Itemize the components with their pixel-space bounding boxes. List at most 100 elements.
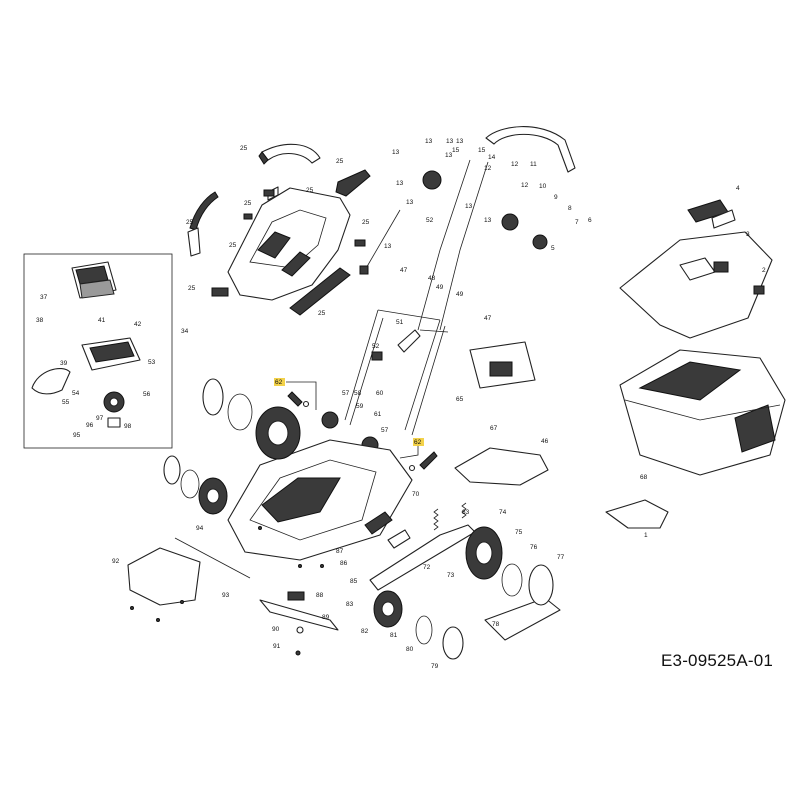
callout-52-2: 52	[372, 343, 380, 350]
callout-85: 85	[350, 578, 358, 585]
mulch-plug	[605, 499, 669, 529]
callout-13: 13	[392, 149, 400, 156]
callout-5: 5	[551, 245, 555, 252]
front-wheel-right	[373, 590, 464, 660]
callout-15-2: 15	[478, 147, 486, 154]
rear-flap	[454, 447, 549, 486]
callout-88: 88	[316, 592, 324, 599]
callout-86: 86	[340, 560, 348, 567]
front-grip	[289, 267, 351, 316]
callout-55: 55	[62, 399, 70, 406]
callout-72: 72	[423, 564, 431, 571]
callout-65: 65	[456, 396, 464, 403]
callout-2: 2	[762, 267, 766, 274]
callout-89: 89	[322, 614, 330, 621]
callout-4: 4	[736, 185, 740, 192]
hood-cover	[227, 186, 351, 301]
cable-tie	[359, 209, 401, 275]
callout-13-9: 13	[384, 243, 392, 250]
callout-13-2: 13	[425, 138, 433, 145]
callout-56: 56	[143, 391, 151, 398]
callout-78: 78	[492, 621, 500, 628]
callout-25-5: 25	[186, 219, 194, 226]
callout-25-3: 25	[306, 187, 314, 194]
callout-41: 41	[98, 317, 106, 324]
callout-39: 39	[60, 360, 68, 367]
callout-12-3: 12	[521, 182, 529, 189]
callout-14: 14	[488, 154, 496, 161]
callout-10: 10	[539, 183, 547, 190]
motor-unit	[71, 261, 117, 299]
callout-52: 52	[426, 217, 434, 224]
callout-51: 51	[396, 319, 404, 326]
callout-25-8: 25	[188, 285, 196, 292]
callout-79: 79	[431, 663, 439, 670]
document-code: E3-09525A-01	[661, 651, 774, 670]
callout-7: 7	[575, 219, 579, 226]
callout-97: 97	[96, 415, 104, 422]
callout-13-4: 13	[456, 138, 464, 145]
callout-13-8: 13	[445, 152, 453, 159]
rear-wheel-right	[465, 526, 554, 606]
axle-rod	[174, 537, 251, 579]
motor-base-plate	[81, 337, 141, 371]
callout-68: 68	[640, 474, 648, 481]
callout-25-7: 25	[362, 219, 370, 226]
small-clip	[211, 189, 366, 297]
callout-57: 57	[342, 390, 350, 397]
callout-73: 73	[447, 572, 455, 579]
callout-8: 8	[568, 205, 572, 212]
callout-74: 74	[499, 509, 507, 516]
grass-box-lid	[619, 231, 773, 339]
callout-61: 61	[374, 411, 382, 418]
callout-47: 47	[400, 267, 408, 274]
callout-46: 46	[541, 438, 549, 445]
screws	[130, 526, 324, 656]
callout-96: 96	[86, 422, 94, 429]
chute-guard	[469, 341, 536, 389]
callout-92: 92	[112, 558, 120, 565]
callout-9: 9	[554, 194, 558, 201]
bottom-cover	[484, 597, 561, 641]
callout-87: 87	[336, 548, 344, 555]
callout-25-4: 25	[244, 200, 252, 207]
carry-handle	[258, 143, 321, 165]
front-wheel-left	[163, 455, 228, 515]
mower-deck	[227, 439, 413, 561]
callout-12: 12	[511, 161, 519, 168]
callout-25-9: 25	[318, 310, 326, 317]
callout-37: 37	[40, 294, 48, 301]
callout-42: 42	[134, 321, 142, 328]
callout-91: 91	[273, 643, 281, 650]
callout-95: 95	[73, 432, 81, 439]
callout-25: 25	[240, 145, 248, 152]
callout-13-6: 13	[406, 199, 414, 206]
callout-13-10: 13	[484, 217, 492, 224]
callout-3: 3	[746, 231, 750, 238]
callout-13-3: 13	[446, 138, 454, 145]
lower-handle	[344, 309, 446, 436]
air-filter	[31, 368, 71, 395]
callout-58: 58	[354, 390, 362, 397]
callout-38: 38	[36, 317, 44, 324]
callout-47-2: 47	[484, 315, 492, 322]
callout-81: 81	[390, 632, 398, 639]
callout-90: 90	[272, 626, 280, 633]
upper-handle	[417, 126, 576, 333]
callout-15: 15	[452, 147, 460, 154]
spring	[433, 502, 467, 531]
callout-62-2: 62	[414, 439, 422, 446]
grass-box	[619, 349, 786, 476]
cooling-fan	[103, 391, 125, 428]
callout-77: 77	[557, 554, 565, 561]
callout-93: 93	[222, 592, 230, 599]
callout-49: 49	[436, 284, 444, 291]
callout-1: 1	[644, 532, 648, 539]
motor-group-box	[23, 253, 173, 449]
callout-34: 34	[181, 328, 189, 335]
callout-13-5: 13	[396, 180, 404, 187]
callout-82: 82	[361, 628, 369, 635]
callout-60: 60	[376, 390, 384, 397]
